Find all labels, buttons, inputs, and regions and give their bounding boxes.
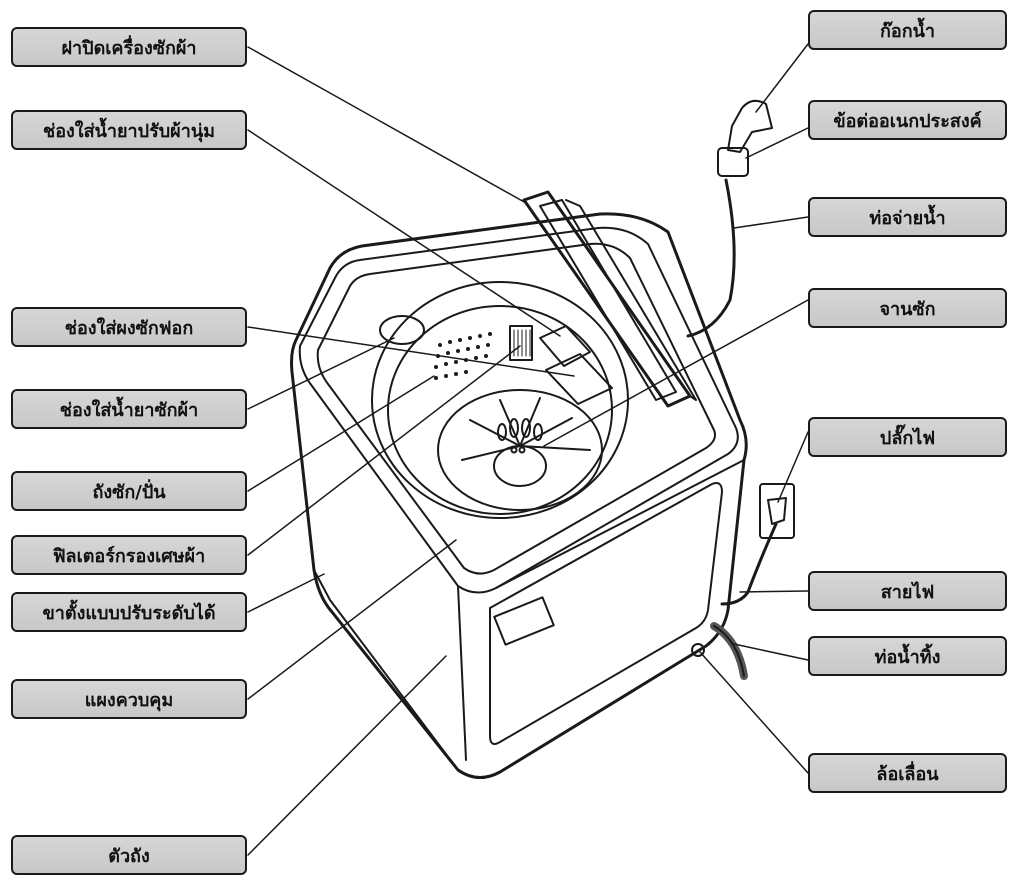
- wall-socket: [759, 483, 795, 539]
- top-inner-edge: [316, 242, 716, 575]
- pulsator-vanes: [461, 397, 591, 461]
- tub-perforations: [434, 332, 492, 380]
- label-powder-detergent-compartment: ช่องใส่ผงซักฟอก: [11, 307, 247, 347]
- leader-line: [247, 129, 561, 337]
- softener-dispenser: [539, 325, 591, 367]
- label-lint-filter: ฟิลเตอร์กรองเศษผ้า: [11, 535, 247, 575]
- front-panel-edge: [457, 459, 745, 761]
- label-pulsator: จานซัก: [808, 288, 1007, 328]
- leader-line: [543, 299, 809, 447]
- pulsator: [437, 389, 603, 511]
- tap: [727, 99, 773, 153]
- label-washer-lid: ฝาปิดเครื่องซักผ้า: [11, 27, 247, 67]
- label-softener-compartment: ช่องใส่น้ำยาปรับผ้านุ่ม: [11, 110, 247, 150]
- top-surface: [298, 226, 739, 594]
- leader-line: [745, 127, 809, 159]
- leader-line: [733, 643, 809, 661]
- label-control-panel: แผงควบคุม: [11, 679, 247, 719]
- multi-purpose-connector: [717, 147, 749, 177]
- liquid-detergent-slot: [379, 315, 425, 345]
- label-drain-hose: ท่อน้ำทิ้ง: [808, 636, 1007, 676]
- pulsator-holes: [497, 418, 543, 454]
- side-base: [313, 569, 459, 771]
- label-inlet-hose: ท่อจ่ายน้ำ: [808, 197, 1007, 237]
- leader-line: [777, 431, 809, 503]
- leader-line: [247, 539, 457, 700]
- tub-inner: [387, 305, 613, 515]
- wheel: [691, 643, 705, 657]
- lid-rear: [565, 199, 697, 401]
- leader-line: [739, 590, 809, 593]
- leader-line: [755, 43, 809, 113]
- drain-hose-outline: [713, 625, 745, 677]
- leader-line: [699, 651, 809, 774]
- lid-inner: [539, 199, 677, 401]
- detergent-dispenser: [545, 353, 613, 405]
- label-caster-wheel: ล้อเลื่อน: [808, 753, 1007, 793]
- leader-line: [247, 655, 447, 856]
- lint-filter-mesh: [513, 329, 531, 357]
- leader-line: [733, 216, 809, 229]
- label-power-cord: สายไฟ: [808, 571, 1007, 611]
- leader-line: [247, 326, 575, 377]
- leader-line: [247, 345, 521, 556]
- drain-hose: [710, 622, 748, 680]
- leader-line: [247, 375, 435, 492]
- cabinet-body: [290, 212, 748, 779]
- front-door-panel: [489, 482, 723, 745]
- inlet-hose: [686, 178, 736, 338]
- leader-line: [247, 337, 395, 410]
- label-power-plug: ปลั๊กไฟ: [808, 417, 1007, 457]
- leader-lines: [247, 43, 809, 856]
- leader-line: [247, 573, 325, 613]
- leader-line: [247, 46, 527, 204]
- label-multi-purpose-connector: ข้อต่ออเนกประสงค์: [808, 100, 1007, 140]
- plug: [767, 497, 787, 525]
- lint-filter: [509, 325, 533, 361]
- label-adjustable-leg: ขาตั้งแบบปรับระดับได้: [11, 592, 247, 632]
- label-tap: ก๊อกน้ำ: [808, 10, 1007, 50]
- machine-illustration: [290, 99, 795, 779]
- label-liquid-detergent-compartment: ช่องใส่น้ำยาซักผ้า: [11, 389, 247, 429]
- front-label-plate: [493, 596, 555, 646]
- label-cabinet: ตัวถัง: [11, 835, 247, 875]
- label-wash-spin-tub: ถังซัก/ปั่น: [11, 471, 247, 511]
